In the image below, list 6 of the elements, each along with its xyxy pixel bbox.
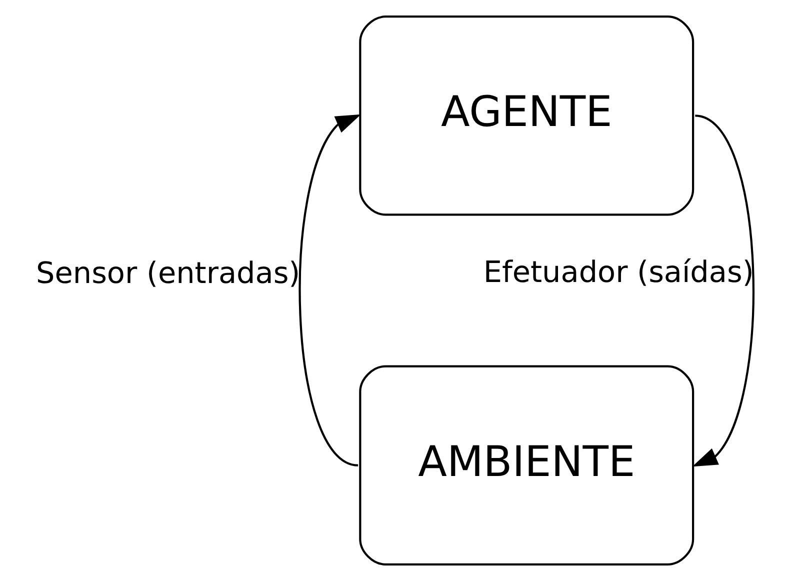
arrow	[298, 114, 360, 466]
edge-label: Sensor (entradas)	[36, 256, 300, 290]
edge-label: Efetuador (saídas)	[482, 255, 754, 290]
node-box: AGENTE	[358, 16, 694, 216]
node-box: AMBIENTE	[358, 365, 694, 566]
arrow	[692, 114, 754, 467]
